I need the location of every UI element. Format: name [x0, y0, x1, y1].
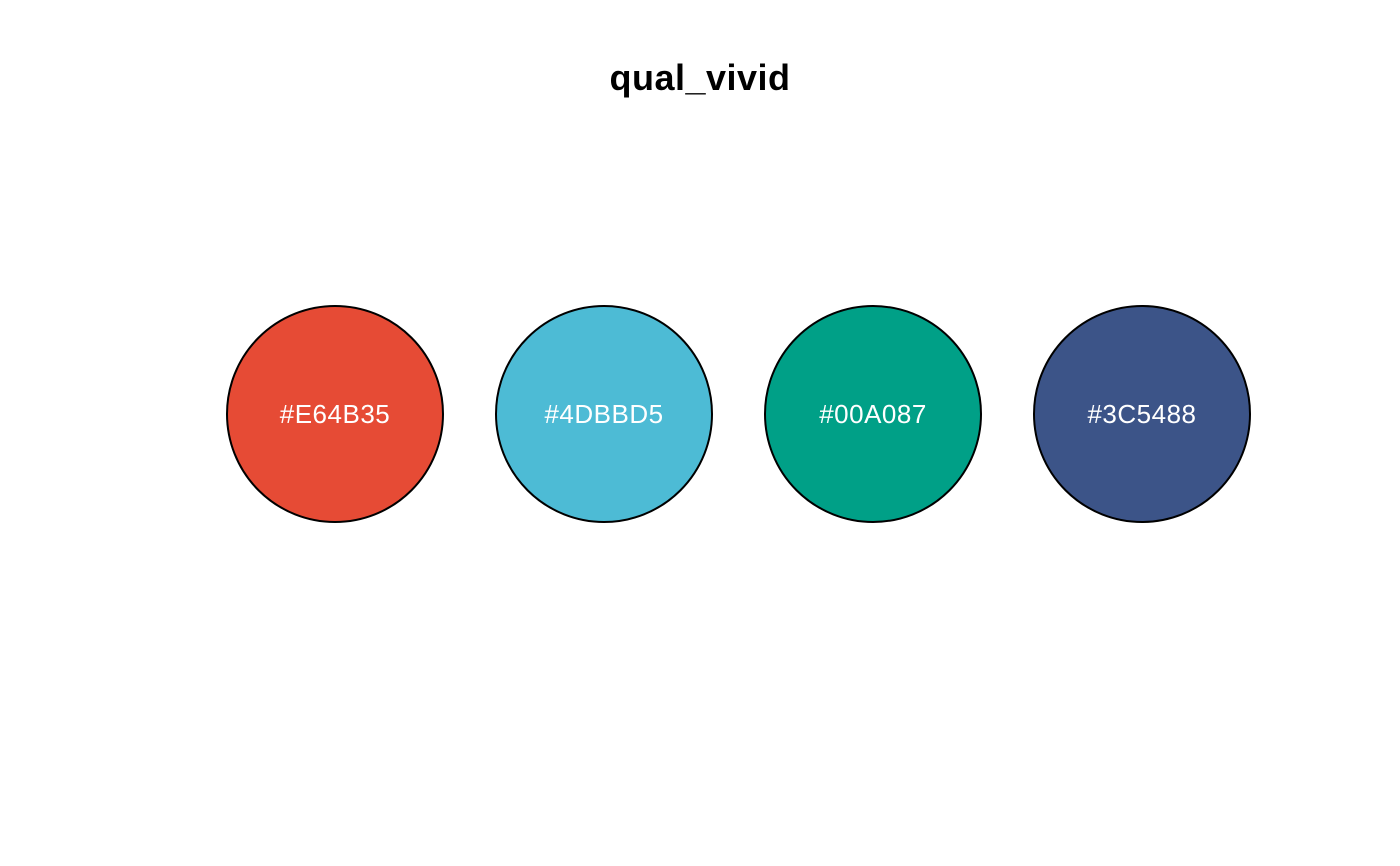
palette-title: qual_vivid	[609, 57, 791, 98]
swatch-label-4: #3C5488	[1087, 398, 1197, 429]
swatch-label-2: #4DBBD5	[544, 398, 664, 429]
swatch-label-3: #00A087	[819, 398, 927, 429]
color-swatch-4: #3C5488	[1033, 305, 1251, 523]
swatch-label-1: #E64B35	[279, 398, 391, 429]
swatch-row: #E64B35 #4DBBD5 #00A087 #3C5488	[226, 305, 1251, 523]
color-swatch-2: #4DBBD5	[495, 305, 713, 523]
color-swatch-1: #E64B35	[226, 305, 444, 523]
color-swatch-3: #00A087	[764, 305, 982, 523]
